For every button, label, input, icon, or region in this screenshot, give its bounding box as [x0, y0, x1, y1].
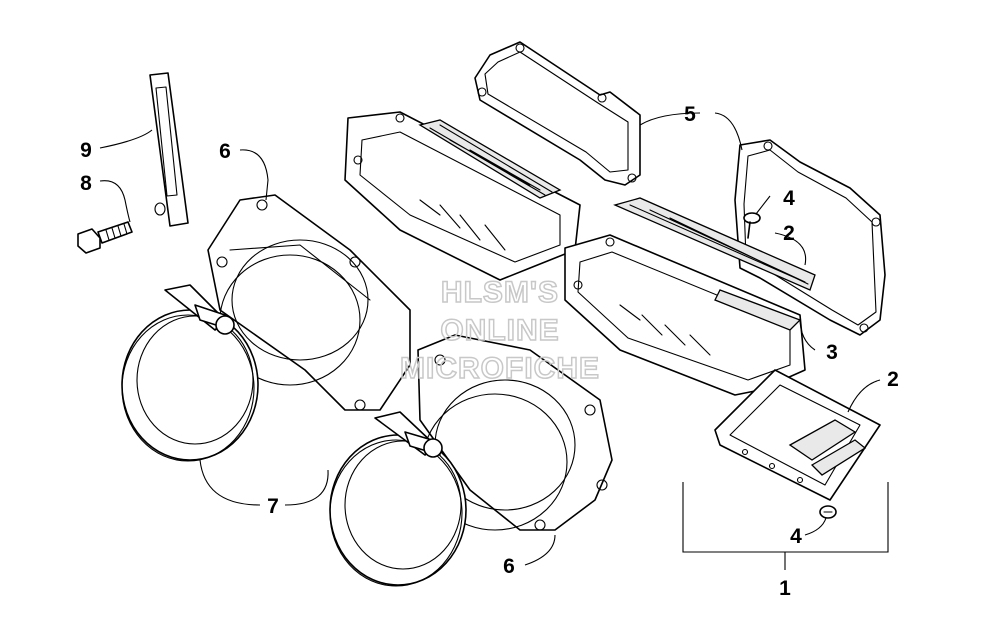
mounting-strap — [149, 72, 189, 227]
watermark: HLSM'S ONLINE MICROFICHE — [399, 275, 600, 386]
reed-valve-block-upper — [344, 111, 581, 281]
svg-text:MICROFICHE: MICROFICHE — [400, 352, 600, 385]
reed-petal-upper — [613, 197, 816, 291]
hose-clamp-lower — [329, 411, 467, 587]
callout-5: 5 — [684, 103, 696, 126]
callout-3: 3 — [826, 341, 838, 364]
callout-2-lower: 2 — [887, 368, 899, 391]
callout-4-lower: 4 — [790, 525, 802, 548]
svg-text:HLSM'S: HLSM'S — [441, 276, 559, 309]
hose-clamp-upper — [121, 284, 259, 462]
callout-4-upper: 4 — [783, 187, 795, 210]
intake-flange-upper — [207, 194, 411, 411]
svg-text:ONLINE: ONLINE — [440, 314, 559, 347]
callout-8: 8 — [80, 172, 92, 195]
reed-petal-lower — [714, 369, 881, 501]
callout-2-upper: 2 — [783, 222, 795, 245]
callout-1: 1 — [779, 577, 791, 600]
callout-7: 7 — [267, 495, 279, 518]
bolt — [77, 221, 133, 254]
screw-upper — [743, 212, 761, 239]
callout-6-lower: 6 — [503, 555, 515, 578]
leader-lines — [99, 112, 889, 570]
callout-9: 9 — [80, 139, 92, 162]
screw-lower — [819, 505, 837, 519]
callout-6-upper: 6 — [219, 140, 231, 163]
reed-gasket-right — [734, 139, 886, 336]
reed-gasket-rear — [474, 41, 641, 186]
callouts: 9 8 6 5 4 2 3 2 7 6 4 1 — [80, 103, 899, 600]
